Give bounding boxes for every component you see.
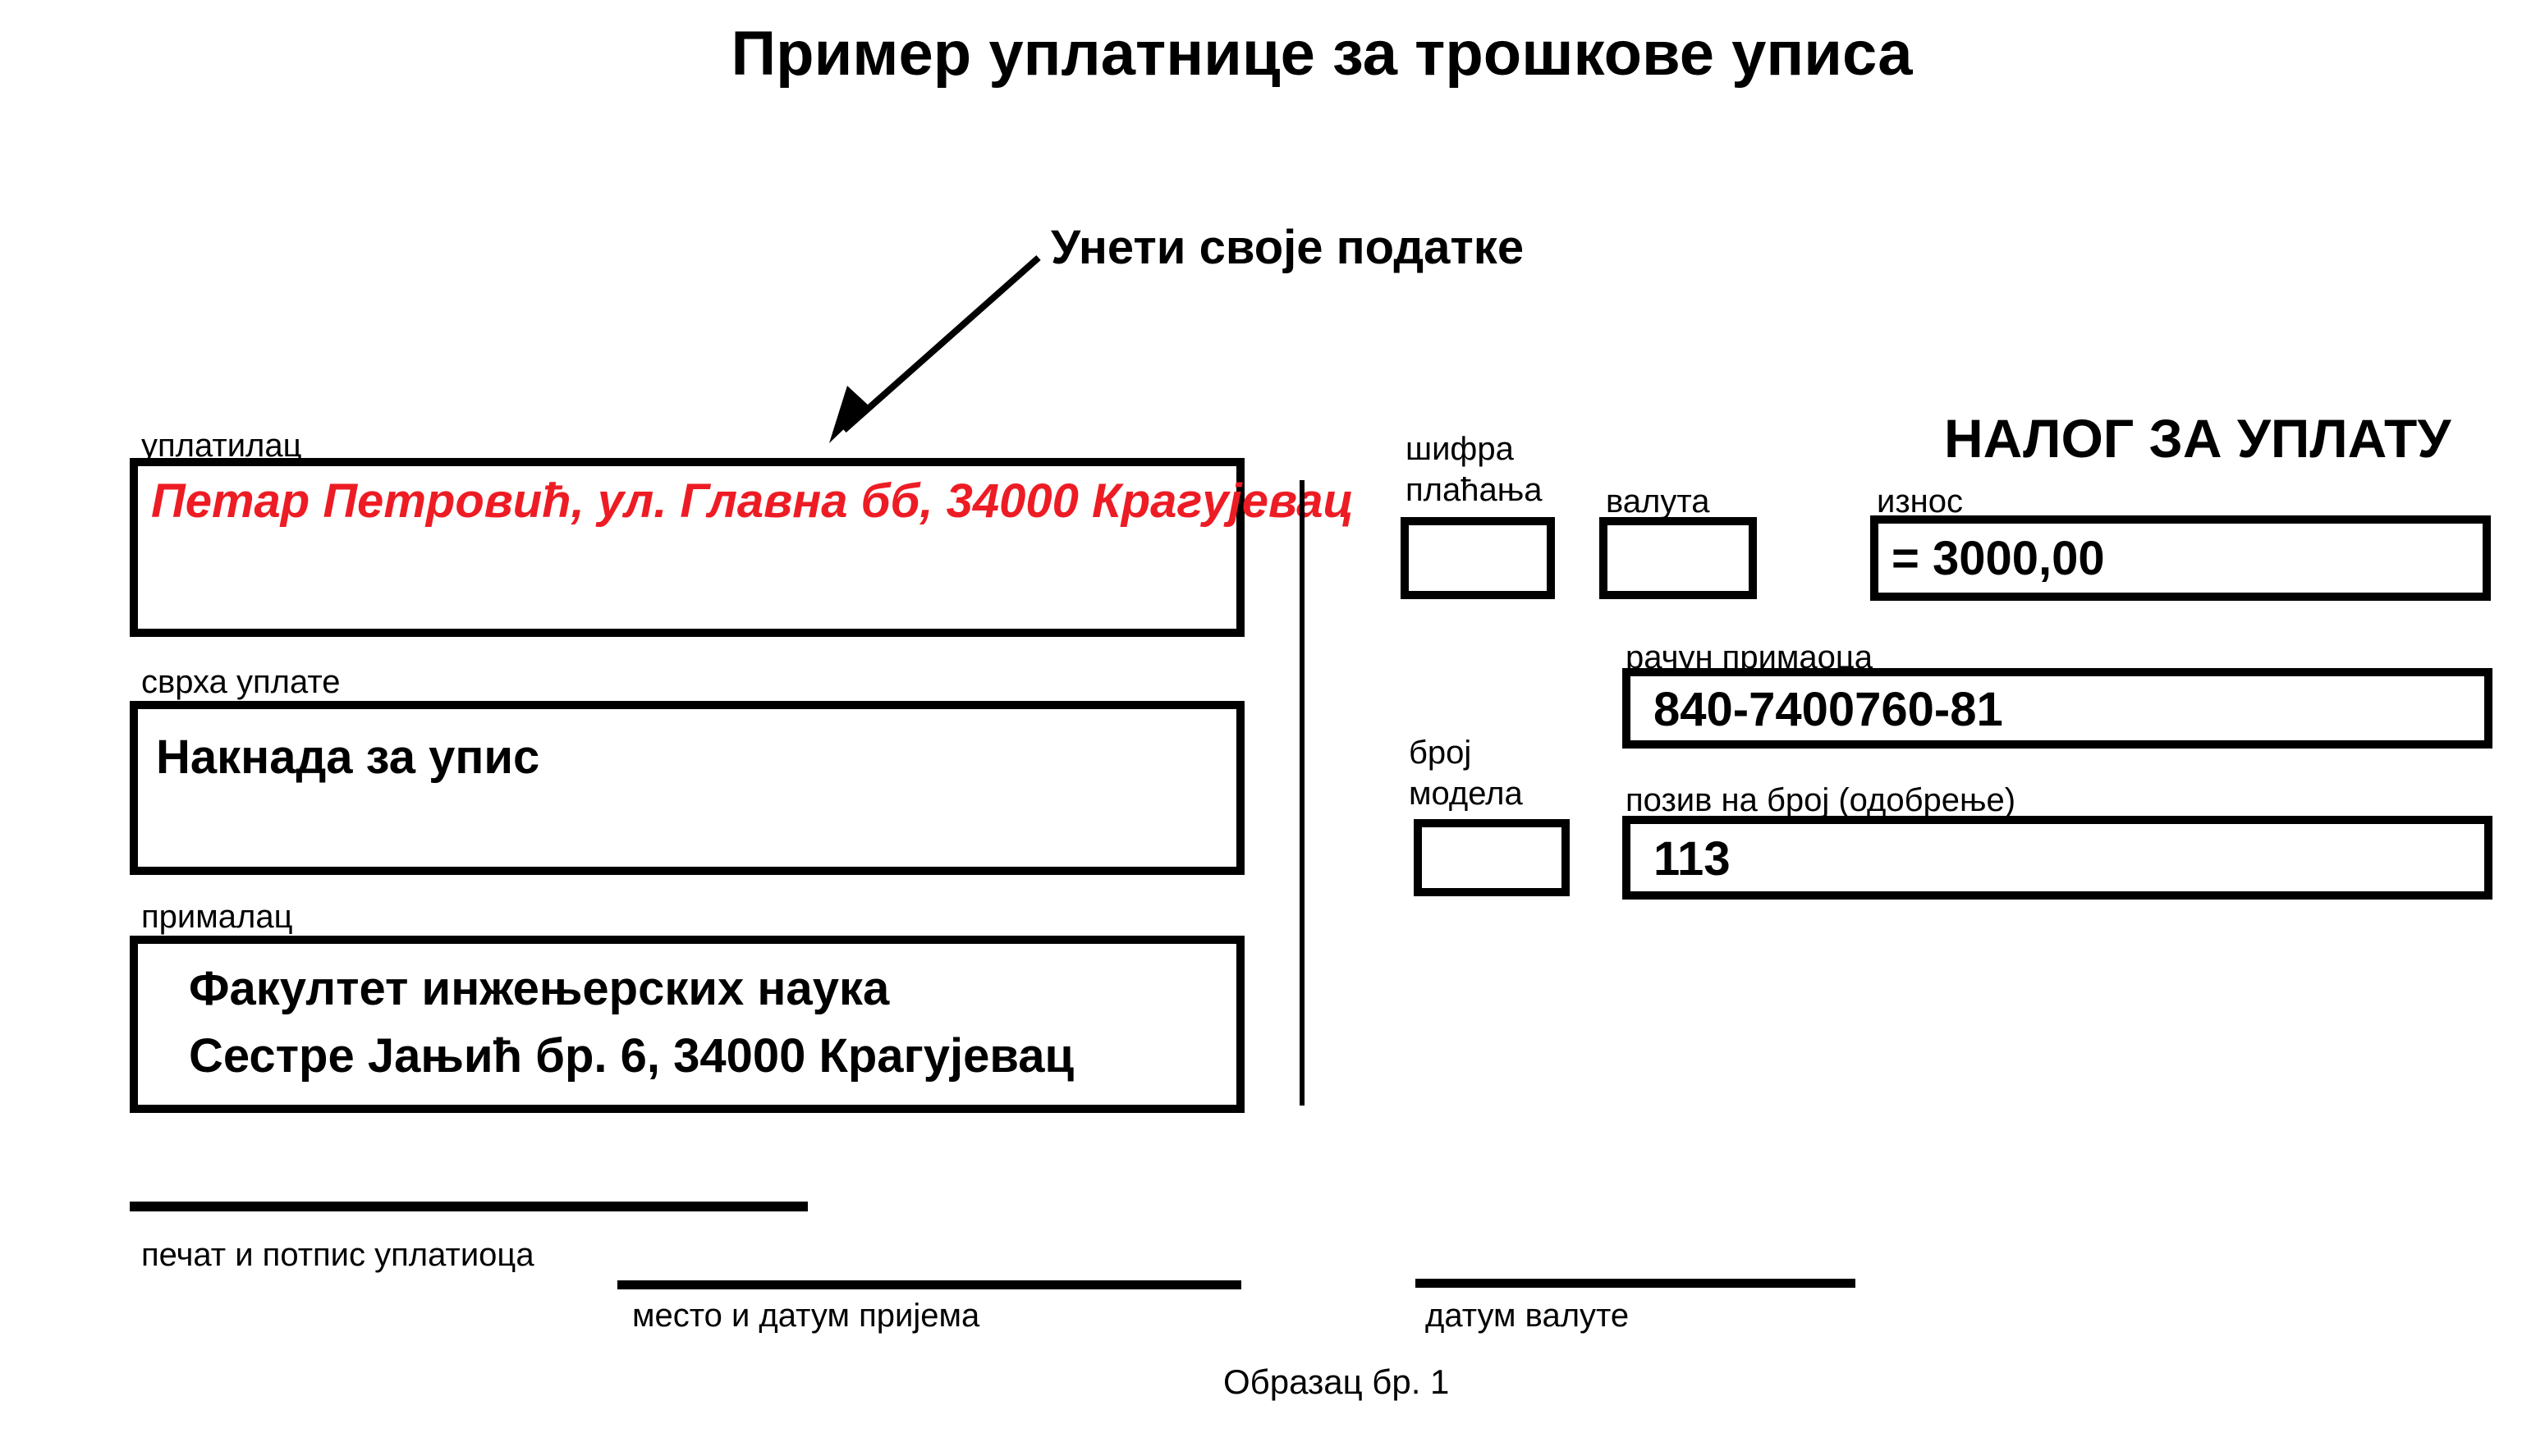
recipient-account-box: 840-7400760-81 bbox=[1622, 668, 2492, 749]
recipient-line2: Сестре Јањић бр. 6, 34000 Крагујевац bbox=[189, 1029, 1075, 1083]
section-divider bbox=[1300, 480, 1305, 1106]
amount-label: износ bbox=[1877, 483, 1964, 520]
payment-order-title: НАЛОГ ЗА УПЛАТУ bbox=[1944, 408, 2451, 469]
purpose-label: сврха уплате bbox=[141, 664, 341, 700]
currency-label: валута bbox=[1606, 483, 1710, 520]
place-date-label: место и датум пријема bbox=[632, 1298, 980, 1334]
recipient-label: прималац bbox=[141, 899, 293, 935]
model-number-box bbox=[1414, 819, 1570, 896]
place-date-line bbox=[617, 1280, 1241, 1289]
payer-box: Петар Петровић, ул. Главна бб, 34000 Кра… bbox=[130, 458, 1354, 637]
payer-label: уплатилац bbox=[141, 428, 302, 464]
value-date-line bbox=[1415, 1279, 1855, 1288]
annotation-arrow-icon bbox=[829, 255, 1041, 443]
page-title: Пример уплатнице за трошкове уписа bbox=[731, 19, 1913, 89]
purpose-value: Накнада за упис bbox=[156, 730, 540, 784]
stamp-signature-label: печат и потпис уплатиоца bbox=[141, 1237, 534, 1273]
currency-box bbox=[1599, 517, 1757, 599]
reference-number-label: позив на број (одобрење) bbox=[1626, 782, 2016, 818]
reference-number-box: 113 bbox=[1622, 816, 2492, 900]
payment-code-label: шифра плаћања bbox=[1405, 431, 1543, 508]
value-date-label: датум валуте bbox=[1425, 1298, 1630, 1334]
annotation-text: Унети своје податке bbox=[1051, 221, 1525, 274]
purpose-box: Накнада за упис bbox=[130, 701, 1245, 875]
reference-number-value: 113 bbox=[1653, 832, 1731, 886]
signature-line bbox=[130, 1202, 808, 1211]
model-number-label: број модела bbox=[1409, 735, 1523, 812]
payment-code-box bbox=[1401, 517, 1555, 599]
payer-value: Петар Петровић, ул. Главна бб, 34000 Кра… bbox=[151, 474, 1354, 528]
amount-value: = 3000,00 bbox=[1892, 532, 2105, 585]
recipient-line1: Факултет инжењерских наука bbox=[189, 962, 890, 1015]
form-number: Образац бр. 1 bbox=[1223, 1362, 1450, 1401]
recipient-box: Факултет инжењерских наука Сестре Јањић … bbox=[130, 936, 1245, 1113]
recipient-account-value: 840-7400760-81 bbox=[1653, 683, 2003, 736]
amount-box: = 3000,00 bbox=[1870, 515, 2491, 601]
